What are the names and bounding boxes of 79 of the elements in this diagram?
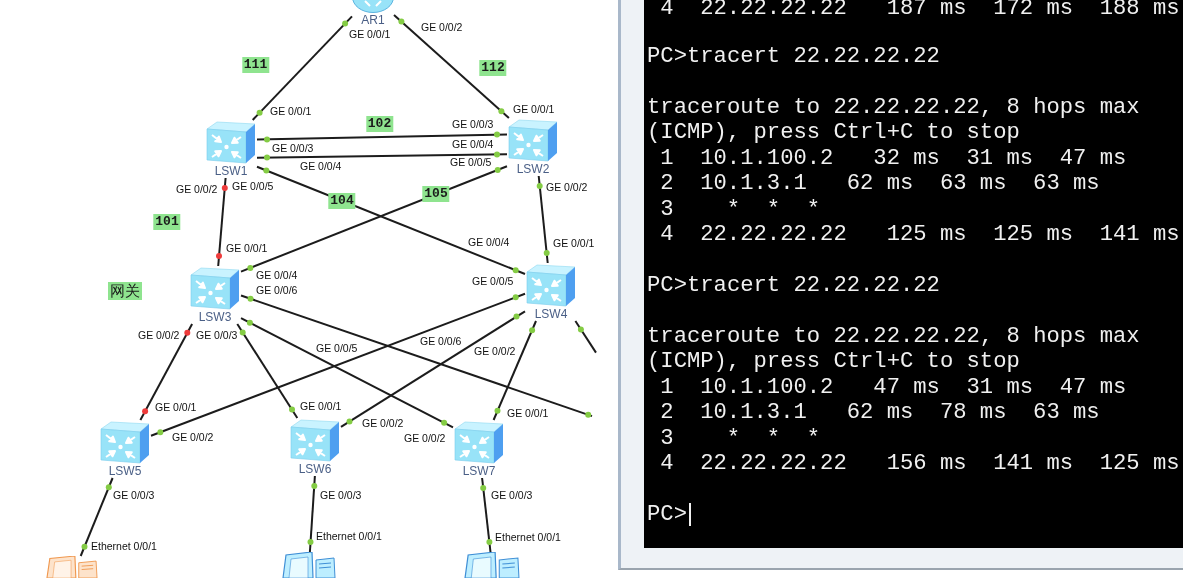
port-label: GE 0/0/2	[362, 418, 404, 429]
edge-label: 105	[422, 186, 450, 203]
device-label: LSW6	[298, 463, 332, 476]
link-line	[251, 15, 353, 121]
port-label: GE 0/0/2	[172, 432, 214, 443]
terminal-text: (ICMP), press Ctrl+C to stop	[647, 124, 1020, 143]
link-line	[574, 320, 597, 354]
edge-label: 111	[241, 56, 270, 73]
port-label: GE 0/0/4	[300, 161, 342, 172]
device-label: LSW5	[108, 465, 142, 478]
port-label: GE 0/0/4	[468, 237, 510, 248]
link-line	[240, 294, 593, 418]
port-label: GE 0/0/5	[316, 343, 358, 354]
port-label: GE 0/0/6	[420, 336, 462, 347]
port-label: GE 0/0/3	[272, 143, 314, 154]
device-label: LSW7	[462, 465, 496, 478]
terminal-text: 3 * * *	[660, 429, 821, 448]
terminal-text: traceroute to 22.22.22.22, 8 hops max	[647, 327, 1140, 346]
port-label: GE 0/0/2	[474, 346, 516, 357]
terminal-text: 2 10.1.3.1 62 ms 63 ms 63 ms	[660, 175, 1100, 194]
terminal-text: 1 10.1.100.2 47 ms 31 ms 47 ms	[660, 378, 1127, 397]
port-label: GE 0/0/4	[452, 139, 494, 150]
terminal-text: 4 22.22.22.22 125 ms 125 ms 141 ms	[660, 226, 1180, 244]
terminal-text: 1 10.1.100.2 32 ms 31 ms 47 ms	[660, 149, 1127, 168]
link-line	[240, 317, 454, 429]
port-label: GE 0/0/3	[196, 330, 238, 341]
port-label: GE 0/0/1	[270, 106, 312, 117]
device-label: AR1	[361, 14, 385, 27]
port-label: GE 0/0/2	[138, 330, 180, 341]
link-line	[393, 14, 510, 119]
port-label: GE 0/0/5	[450, 157, 492, 168]
link-line	[256, 133, 508, 141]
edge-label: 101	[153, 214, 181, 230]
port-label: GE 0/0/4	[256, 270, 298, 281]
port-label: GE 0/0/2	[404, 433, 446, 444]
port-label: GE 0/0/1	[226, 243, 268, 254]
link-line	[256, 153, 508, 159]
port-label: GE 0/0/1	[507, 408, 549, 419]
port-label: GE 0/0/2	[176, 184, 218, 195]
link-line	[150, 292, 526, 437]
port-label: GE 0/0/3	[320, 490, 362, 501]
device-label: LSW1	[214, 165, 248, 178]
port-label: GE 0/0/6	[256, 285, 298, 296]
port-label: GE 0/0/1	[155, 402, 197, 413]
link-line	[481, 477, 492, 553]
port-label: GE 0/0/1	[300, 401, 342, 412]
device-label: LSW4	[534, 308, 568, 321]
port-label: GE 0/0/2	[546, 182, 588, 193]
port-label: GE 0/0/3	[491, 490, 533, 501]
link-line	[492, 320, 537, 421]
port-label: GE 0/0/5	[472, 276, 514, 287]
terminal-text: 3 * * *	[660, 200, 821, 219]
link-line	[537, 175, 549, 264]
link-line	[340, 310, 526, 428]
terminal-text: 4 22.22.22.22 187 ms 172 ms 188 ms	[660, 0, 1180, 18]
link-line	[217, 177, 227, 267]
terminal-text: traceroute to 22.22.22.22, 8 hops max	[647, 98, 1140, 117]
port-label: GE 0/0/3	[113, 490, 155, 501]
text-tag: 网关	[108, 282, 142, 300]
port-label: GE 0/0/3	[452, 119, 494, 130]
device-label: LSW3	[198, 311, 232, 324]
link-line	[236, 323, 299, 419]
terminal-text: PC>tracert 22.22.22.22	[647, 47, 940, 66]
terminal-text: PC>tracert 22.22.22.22	[647, 276, 940, 295]
link-line	[79, 477, 114, 557]
link-line	[139, 323, 194, 421]
terminal-text: (ICMP), press Ctrl+C to stop	[647, 353, 1020, 372]
edge-label: 112	[479, 60, 507, 76]
edge-label: 102	[365, 115, 394, 132]
terminal-text: 2 10.1.3.1 62 ms 78 ms 63 ms	[660, 404, 1100, 423]
terminal-text: 4 22.22.22.22 156 ms 141 ms 125 ms	[660, 455, 1180, 474]
terminal-text: PC>	[647, 506, 687, 524]
port-label: GE 0/0/1	[513, 104, 555, 115]
link-line	[308, 475, 316, 553]
edge-label: 104	[328, 192, 356, 209]
port-label: GE 0/0/1	[553, 238, 595, 249]
port-label: GE 0/0/2	[421, 22, 463, 33]
port-label: GE 0/0/5	[232, 181, 274, 192]
device-label: LSW2	[516, 163, 550, 176]
